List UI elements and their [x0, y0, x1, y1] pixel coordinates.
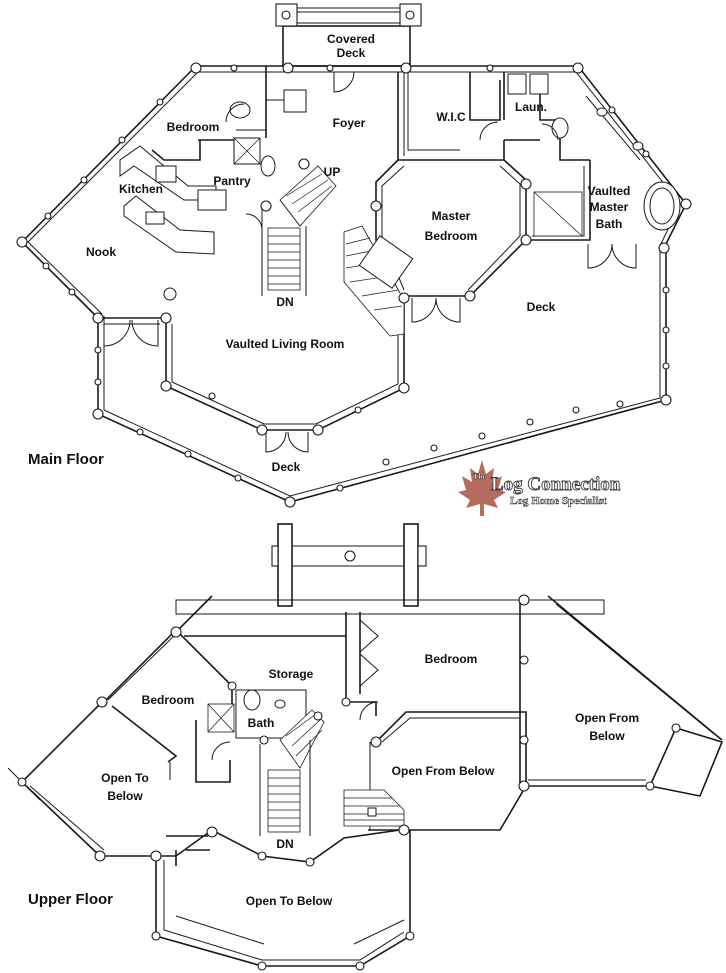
label-kitchen: Kitchen	[119, 182, 163, 196]
toilet-main	[260, 155, 276, 177]
toilet-master	[551, 117, 569, 139]
master-sink-2	[632, 141, 644, 151]
label-foyer: Foyer	[333, 116, 366, 130]
upper-staircase	[259, 709, 325, 836]
label-bedroom-left: Bedroom	[142, 693, 195, 707]
upper-floor-title: Upper Floor	[28, 891, 113, 908]
logo-tagline: Log Home Specialist	[510, 495, 607, 507]
maple-leaf-icon	[458, 460, 506, 516]
label-open-center: Open From Below	[392, 764, 495, 778]
label-bedroom-main: Bedroom	[167, 120, 220, 134]
main-floor-plan: Covered Deck Bedroom Foyer W.I.C Laun. K…	[16, 3, 692, 508]
main-posts	[16, 62, 692, 508]
label-covered-deck-1: Covered	[327, 32, 375, 46]
logo-the: The	[473, 472, 487, 481]
label-wic: W.I.C	[436, 110, 466, 124]
label-living-room: Vaulted Living Room	[226, 337, 345, 351]
upper-posts	[17, 594, 681, 971]
master-sink-1	[596, 107, 608, 117]
label-dn-main: DN	[276, 295, 293, 309]
washer	[507, 73, 527, 95]
upper-sink	[274, 699, 286, 709]
label-dn-upper: DN	[276, 837, 293, 851]
main-log-ends	[42, 64, 670, 492]
label-deck-bottom: Deck	[272, 460, 301, 474]
toilet-upper	[243, 689, 261, 711]
label-vaulted-bath-3: Bath	[596, 217, 623, 231]
label-storage: Storage	[269, 667, 314, 681]
label-open-left-2: Below	[107, 789, 143, 803]
main-floor-title: Main Floor	[28, 451, 104, 468]
upper-exterior-wall	[20, 595, 213, 857]
label-laundry: Laun.	[515, 100, 547, 114]
log-connection-logo: The Log Connection Log Home Specialist	[458, 460, 621, 516]
cooktop	[155, 165, 177, 183]
logo-name: Log Connection	[491, 474, 621, 495]
fridge	[197, 189, 227, 211]
nook-table	[163, 287, 177, 301]
kitchen-island	[123, 195, 215, 255]
kitchen-sink	[145, 211, 165, 225]
label-deck-right: Deck	[527, 300, 556, 314]
label-nook: Nook	[86, 245, 116, 259]
label-open-right-2: Below	[589, 729, 625, 743]
main-staircase	[261, 165, 337, 296]
label-master-2: Bedroom	[425, 229, 478, 243]
main-doors	[103, 71, 637, 453]
dryer	[529, 73, 549, 95]
label-bath: Bath	[248, 716, 275, 730]
upper-floor-plan: Storage Bedroom Bedroom Bath Open From B…	[7, 523, 724, 971]
upper-chimney	[343, 789, 405, 827]
label-up: UP	[324, 165, 341, 179]
label-vaulted-bath-2: Master	[590, 200, 629, 214]
label-open-bottom: Open To Below	[246, 894, 333, 908]
label-covered-deck-2: Deck	[337, 46, 366, 60]
label-pantry: Pantry	[213, 174, 251, 188]
label-open-right-1: Open From	[575, 711, 639, 725]
label-bedroom-center: Bedroom	[425, 652, 478, 666]
label-vaulted-bath-1: Vaulted	[588, 184, 631, 198]
main-fireplace	[343, 225, 414, 337]
closet-fixture	[283, 89, 307, 113]
label-open-left-1: Open To	[101, 771, 149, 785]
label-master-1: Master	[432, 209, 471, 223]
upper-doors	[169, 619, 379, 780]
